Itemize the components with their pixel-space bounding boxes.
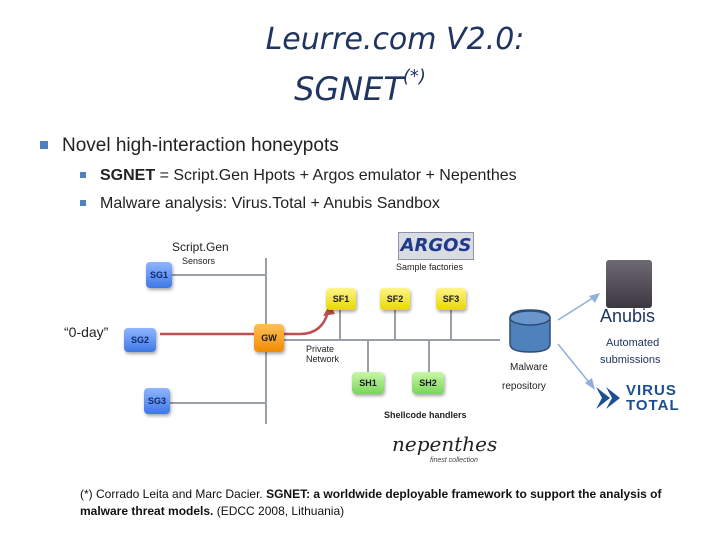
sh2-node: SH2 [412,372,444,394]
gateway-node: GW [254,324,284,352]
virustotal-icon [596,387,620,409]
sample-factories-label: Sample factories [396,262,464,272]
sg3-node: SG3 [144,388,170,414]
virustotal-logo: VIRUS TOTAL [594,382,684,414]
bullet-main: Novel high-interaction honeypots [40,135,339,157]
zero-day-arrowhead [323,304,335,316]
virustotal-word-1: VIRUS [626,382,677,399]
sf1-node: SF1 [326,288,356,310]
sg2-node: SG2 [124,328,156,352]
bullet-marker [40,141,48,149]
sf2-node: SF2 [380,288,410,310]
sub-bullet-2-text: Malware analysis: Virus.Total + Anubis S… [100,195,440,212]
nepenthes-tagline: finest collection [430,457,478,464]
automated-label-2: submissions [600,354,661,366]
sh1-node: SH1 [352,372,384,394]
anubis-arrowhead [589,293,600,303]
sub-bullet-marker [80,172,86,178]
title-sgnet: SGNET [294,70,403,108]
argos-logo: ARGOS [398,232,474,260]
footnote-prefix: (*) Corrado Leita and Marc Dacier. [80,487,267,501]
anubis-logo-image [606,260,652,308]
scriptgen-label: Script.Gen [172,240,229,254]
malware-repository-label-1: Malware [510,362,548,373]
private-network-label: Private Network [306,344,340,364]
virustotal-arrow-line [557,343,593,387]
sub-bullet-1: SGNET = Script.Gen Hpots + Argos emulato… [80,167,517,185]
anubis-arrow-line [557,295,597,321]
bullet-main-text: Novel high-interaction honeypots [62,135,339,156]
shellcode-handlers-label: Shellcode handlers [384,410,467,420]
sg1-node: SG1 [146,262,172,288]
footnote-suffix: (EDCC 2008, Lithuania) [213,504,345,518]
footnote: (*) Corrado Leita and Marc Dacier. SGNET… [80,486,690,520]
anubis-label: Anubis [600,306,656,326]
automated-label-1: Automated [606,337,660,349]
sub-bullet-1-text: = Script.Gen Hpots + Argos emulator + Ne… [155,167,517,184]
slide-title-line1: Leurre.com V2.0: [265,22,525,57]
sub-bullet-2: Malware analysis: Virus.Total + Anubis S… [80,195,440,213]
virustotal-arrowhead [585,378,595,390]
sub-bullet-marker [80,200,86,206]
sf3-node: SF3 [436,288,466,310]
nepenthes-logo: nepenthes [392,432,498,456]
footnote-title: SGNET: a worldwide deployable framework … [80,487,662,518]
zero-day-arrow [160,311,330,336]
sensors-label: Sensors [182,256,216,266]
sub-bullet-1-bold: SGNET [100,167,156,184]
malware-repository-label-2: repository [502,381,546,392]
virustotal-word-2: TOTAL [626,397,680,414]
title-footnote-mark: (*) [402,66,426,87]
zero-day-label: “0-day” [64,324,109,340]
slide-title-line2: SGNET(*) [0,66,720,108]
